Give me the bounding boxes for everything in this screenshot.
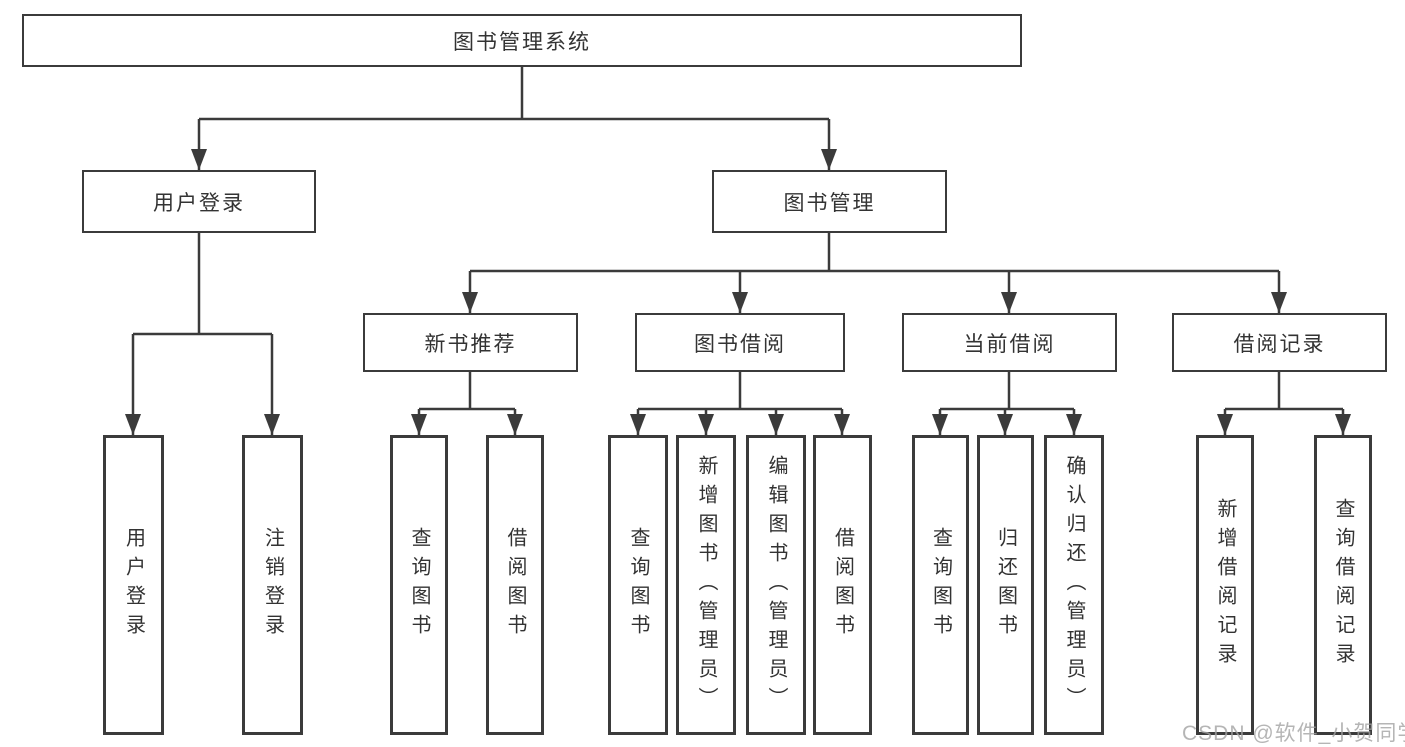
leaf-recommend-borrow-books: 借阅图书 <box>486 435 544 735</box>
arrowhead <box>1001 292 1017 313</box>
arrowhead <box>732 292 748 313</box>
node-label: 确认归还（管理员） <box>1063 454 1085 716</box>
leaf-user-login: 用户登录 <box>103 435 164 735</box>
arrowhead <box>932 414 948 435</box>
arrowhead <box>1217 414 1233 435</box>
node-label: 编辑图书（管理员） <box>765 454 787 716</box>
node-label: 用户登录 <box>153 191 245 215</box>
leaf-borrow-add-books: 新增图书（管理员） <box>676 435 736 735</box>
connector-borrow-leaves <box>636 372 844 435</box>
arrowhead <box>191 149 207 170</box>
node-label: 新增借阅记录 <box>1214 498 1236 672</box>
node-label: 借阅图书 <box>831 527 854 643</box>
arrowhead <box>821 149 837 170</box>
node-label: 查询图书 <box>627 527 649 643</box>
node-book-borrow: 图书借阅 <box>635 313 845 372</box>
leaf-records-add-record: 新增借阅记录 <box>1196 435 1254 735</box>
arrowhead <box>630 414 646 435</box>
arrowhead <box>125 414 141 435</box>
arrowhead <box>411 414 427 435</box>
node-label: 借阅图书 <box>504 527 526 643</box>
arrowhead <box>768 414 784 435</box>
arrowhead <box>834 414 850 435</box>
node-label: 新增图书（管理员） <box>695 454 717 716</box>
node-label: 注销登录 <box>261 527 284 643</box>
leaf-current-query-books: 查询图书 <box>912 435 969 735</box>
node-root: 图书管理系统 <box>22 14 1022 67</box>
arrowhead <box>264 414 280 435</box>
arrowhead <box>1335 414 1351 435</box>
node-label: 当前借阅 <box>963 332 1056 356</box>
node-label: 图书借阅 <box>694 332 786 356</box>
connector-recommend-leaves <box>417 372 517 435</box>
leaf-current-return-books: 归还图书 <box>977 435 1034 735</box>
arrowhead <box>1271 292 1287 313</box>
node-current-borrow: 当前借阅 <box>902 313 1117 372</box>
leaf-borrow-borrow-books: 借阅图书 <box>813 435 872 735</box>
node-label: 借阅记录 <box>1233 332 1326 356</box>
node-label: 查询图书 <box>929 527 952 643</box>
watermark: CSDN @软件_小贺同学 <box>1182 722 1405 745</box>
node-book-management: 图书管理 <box>712 170 947 233</box>
leaf-current-confirm-return: 确认归还（管理员） <box>1044 435 1104 735</box>
arrowhead <box>997 414 1013 435</box>
node-new-book-recommend: 新书推荐 <box>363 313 578 372</box>
node-label: 用户登录 <box>122 527 145 643</box>
leaf-borrow-edit-books: 编辑图书（管理员） <box>746 435 806 735</box>
arrowhead <box>1066 414 1082 435</box>
arrowhead <box>698 414 714 435</box>
arrowhead <box>507 414 523 435</box>
node-user-login: 用户登录 <box>82 170 316 233</box>
leaf-recommend-query-books: 查询图书 <box>390 435 448 735</box>
node-label: 图书管理 <box>783 191 876 215</box>
connector-book-mgmt-level3 <box>468 233 1281 313</box>
leaf-borrow-query-books: 查询图书 <box>608 435 668 735</box>
connector-user-login-leaves <box>131 233 274 435</box>
connector-root-to-level2 <box>197 67 831 170</box>
connector-records-leaves <box>1223 372 1345 435</box>
node-label: 查询图书 <box>408 527 430 643</box>
leaf-logout: 注销登录 <box>242 435 303 735</box>
node-label: 查询借阅记录 <box>1332 498 1354 672</box>
node-label: 新书推荐 <box>424 332 517 356</box>
arrowhead <box>462 292 478 313</box>
node-label: 图书管理系统 <box>453 30 591 54</box>
leaf-records-query-record: 查询借阅记录 <box>1314 435 1372 735</box>
node-label: 归还图书 <box>994 527 1017 643</box>
node-borrow-records: 借阅记录 <box>1172 313 1387 372</box>
